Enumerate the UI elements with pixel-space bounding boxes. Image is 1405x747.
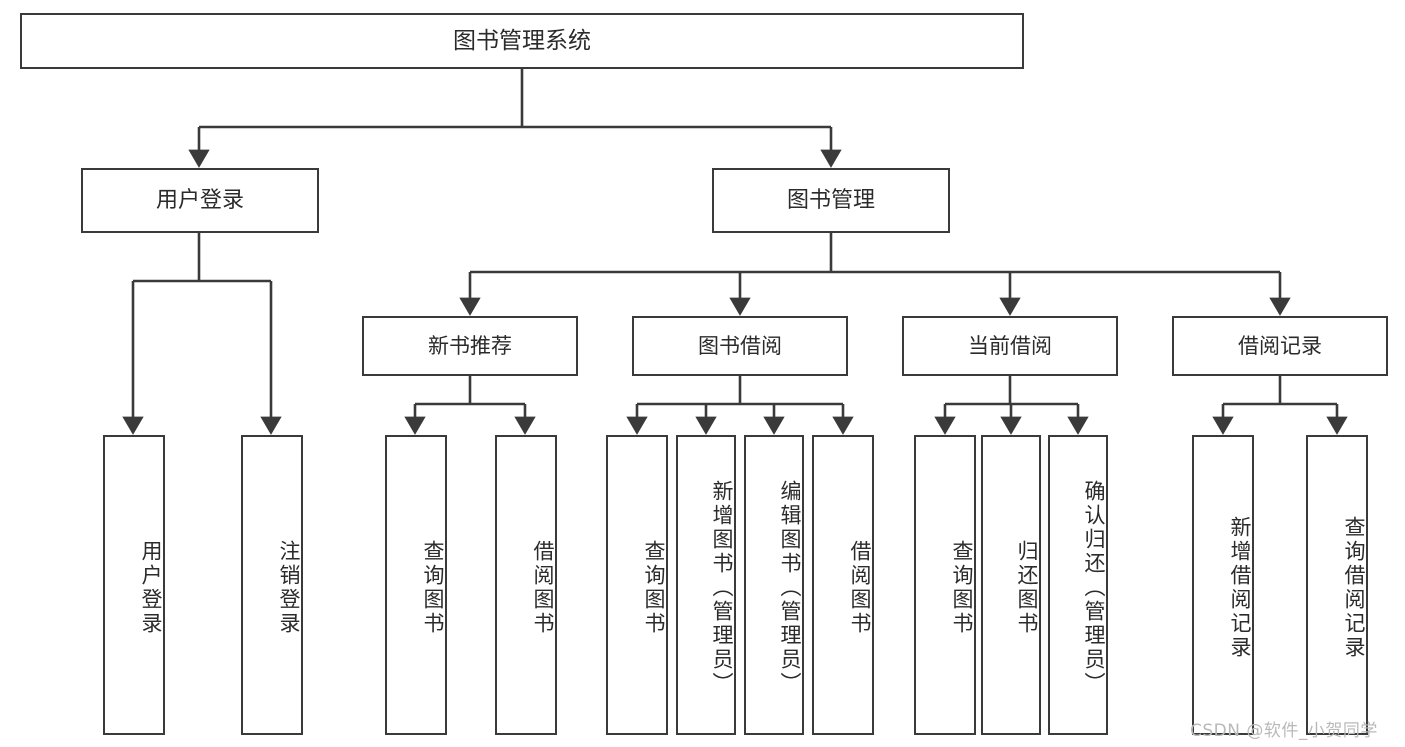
node-label: 确认归还（管理员） bbox=[1082, 480, 1106, 696]
node-label: 借阅记录 bbox=[1238, 333, 1322, 358]
node-label: 查询图书 bbox=[421, 540, 445, 636]
leaf-current-borrow-query-book[interactable]: 查询图书 bbox=[914, 435, 976, 735]
node-label: 编辑图书（管理员） bbox=[778, 480, 802, 696]
node-label: 新书推荐 bbox=[428, 333, 512, 358]
node-label: 图书管理 bbox=[786, 187, 875, 213]
node-label: 归还图书 bbox=[1015, 540, 1039, 636]
node-user-login[interactable]: 用户登录 bbox=[81, 168, 319, 233]
leaf-new-book-borrow-book[interactable]: 借阅图书 bbox=[495, 435, 557, 735]
node-label: 查询图书 bbox=[950, 540, 974, 636]
node-book-management[interactable]: 图书管理 bbox=[712, 168, 950, 233]
node-label: 查询图书 bbox=[642, 540, 666, 636]
csdn-watermark: CSDN @软件_小贺同学 bbox=[1190, 721, 1378, 741]
node-label: 新增图书（管理员） bbox=[710, 480, 734, 696]
node-label: 注销登录 bbox=[277, 540, 301, 636]
leaf-book-borrow-add-book-admin[interactable]: 新增图书（管理员） bbox=[676, 435, 736, 735]
node-borrow-record[interactable]: 借阅记录 bbox=[1172, 316, 1388, 376]
leaf-user-login-logout[interactable]: 注销登录 bbox=[241, 435, 303, 735]
node-label: 借阅图书 bbox=[531, 540, 555, 636]
leaf-user-login-login[interactable]: 用户登录 bbox=[103, 435, 165, 735]
node-label: 图书管理系统 bbox=[453, 27, 591, 54]
node-root-system[interactable]: 图书管理系统 bbox=[20, 13, 1024, 69]
node-label: 用户登录 bbox=[155, 187, 244, 213]
node-label: 查询借阅记录 bbox=[1342, 516, 1366, 660]
node-label: 图书借阅 bbox=[698, 333, 782, 358]
leaf-new-book-query-book[interactable]: 查询图书 bbox=[385, 435, 447, 735]
leaf-borrow-record-add-record[interactable]: 新增借阅记录 bbox=[1192, 435, 1254, 735]
node-label: 借阅图书 bbox=[848, 540, 872, 636]
node-current-borrow[interactable]: 当前借阅 bbox=[902, 316, 1118, 376]
leaf-book-borrow-query-book[interactable]: 查询图书 bbox=[606, 435, 668, 735]
node-book-borrow[interactable]: 图书借阅 bbox=[632, 316, 848, 376]
leaf-book-borrow-edit-book-admin[interactable]: 编辑图书（管理员） bbox=[744, 435, 804, 735]
leaf-current-borrow-confirm-return-admin[interactable]: 确认归还（管理员） bbox=[1048, 435, 1108, 735]
node-new-book-recommend[interactable]: 新书推荐 bbox=[362, 316, 578, 376]
node-label: 新增借阅记录 bbox=[1228, 516, 1252, 660]
leaf-borrow-record-query-record[interactable]: 查询借阅记录 bbox=[1306, 435, 1368, 735]
node-label: 当前借阅 bbox=[968, 333, 1052, 358]
leaf-current-borrow-return-book[interactable]: 归还图书 bbox=[981, 435, 1041, 735]
leaf-book-borrow-borrow-book[interactable]: 借阅图书 bbox=[812, 435, 874, 735]
node-label: 用户登录 bbox=[139, 540, 163, 636]
